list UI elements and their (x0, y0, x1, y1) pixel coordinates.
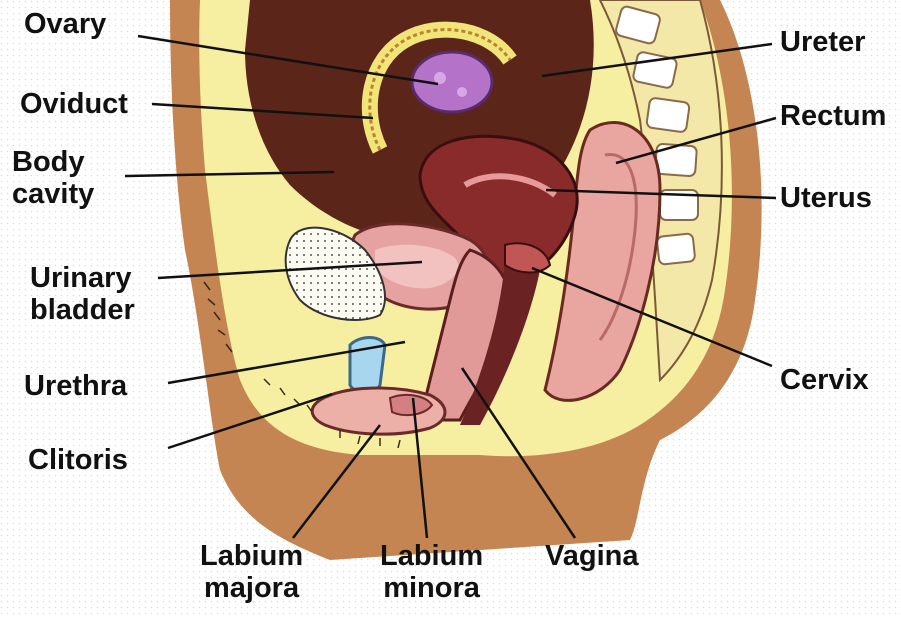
label-rectum: Rectum (780, 100, 886, 132)
label-cervix: Cervix (780, 364, 869, 396)
label-labium-minora: Labium minora (380, 540, 483, 604)
label-ureter: Ureter (780, 26, 865, 58)
label-uterus: Uterus (780, 182, 872, 214)
label-urethra: Urethra (24, 370, 127, 402)
label-clitoris: Clitoris (28, 444, 128, 476)
label-body-cavity: Body cavity (12, 146, 94, 210)
label-urinary-bladder: Urinary bladder (30, 262, 135, 326)
label-ovary: Ovary (24, 8, 106, 40)
label-labium-majora: Labium majora (200, 540, 303, 604)
label-vagina: Vagina (545, 540, 639, 572)
label-oviduct: Oviduct (20, 88, 128, 120)
